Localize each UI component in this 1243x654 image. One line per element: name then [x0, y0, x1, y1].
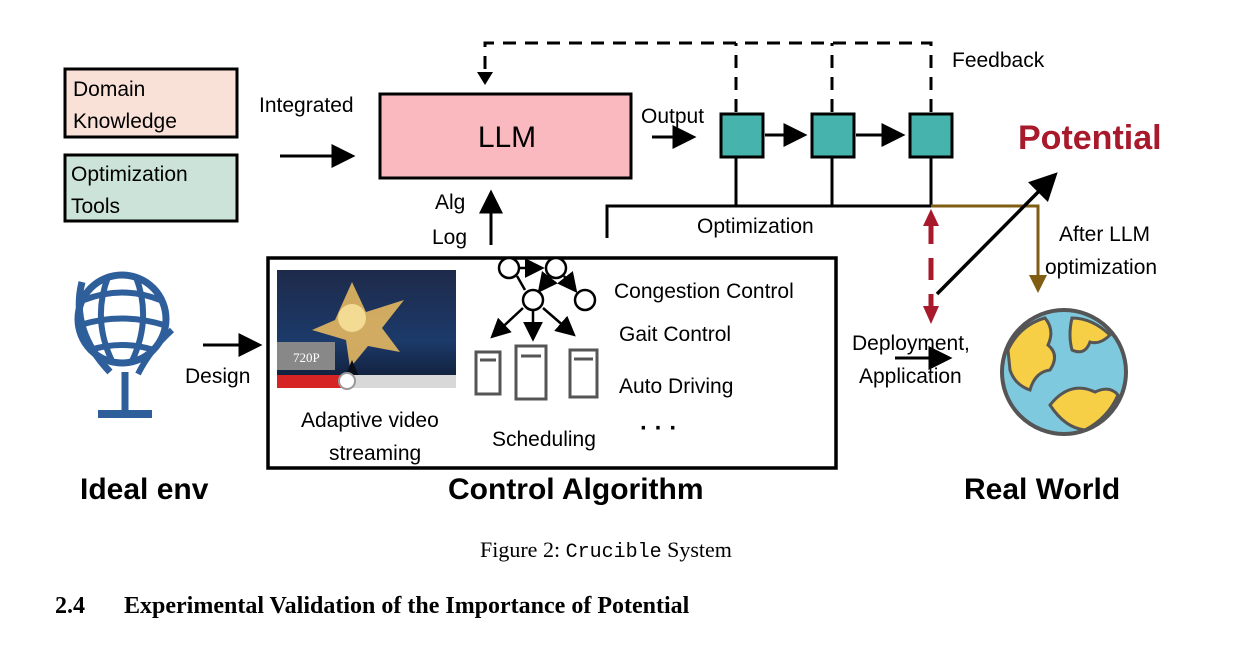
optimization-bracket [605, 157, 1038, 238]
potential-label: Potential [1018, 119, 1162, 157]
deployment-line1: Deployment, [852, 332, 970, 355]
after-llm-arrow [931, 204, 1047, 293]
section-number: 2.4 [55, 593, 85, 619]
video-progress-fill [277, 375, 347, 388]
optimization-label: Optimization [697, 215, 814, 238]
llm-label: LLM [478, 121, 536, 154]
domain-knowledge-line1: Domain [73, 78, 145, 101]
potential-arrow [935, 172, 1058, 296]
server-icon-2 [514, 344, 548, 401]
optimization-tools-line1: Optimization [71, 163, 188, 186]
video-quality-label: 720P [293, 350, 320, 365]
adaptive-video-line1: Adaptive video [301, 409, 439, 432]
gait-control-label: Gait Control [619, 323, 731, 346]
deployment-line2: Application [859, 365, 962, 388]
caption-system-name: Crucible [566, 541, 662, 564]
section-title: Experimental Validation of the Importanc… [124, 593, 690, 619]
alg-label: Alg [435, 191, 465, 214]
feedback-label: Feedback [952, 49, 1045, 72]
llm-box: LLM [378, 92, 633, 180]
server-icon-1 [474, 350, 502, 396]
video-thumbnail: 720P [277, 270, 456, 390]
server-icon-3 [568, 348, 599, 399]
caption-suffix: System [662, 537, 732, 562]
design-label: Design [185, 365, 250, 388]
earth-icon [1000, 308, 1128, 436]
congestion-control-label: Congestion Control [614, 280, 794, 303]
real-world-title: Real World [964, 473, 1120, 506]
optimization-tools-box: Optimization Tools [63, 153, 239, 223]
feedback-loop [483, 41, 933, 112]
globe-icon [74, 271, 175, 418]
video-progress-handle [338, 372, 356, 390]
output-node-3 [908, 112, 954, 159]
log-label: Log [432, 226, 467, 249]
feedback-arrowhead [477, 72, 493, 85]
control-algorithm-title: Control Algorithm [448, 473, 704, 506]
domain-knowledge-box: Domain Knowledge [63, 67, 239, 139]
gap-double-arrow [923, 209, 939, 324]
auto-driving-label: Auto Driving [619, 375, 733, 398]
after-llm-line1: After LLM [1059, 223, 1150, 246]
scheduling-graph-icon [497, 256, 597, 312]
scheduling-label: Scheduling [492, 428, 596, 451]
ellipsis-label: · · · [640, 415, 677, 442]
ideal-env-title: Ideal env [80, 473, 209, 506]
caption-prefix: Figure 2: [480, 537, 566, 562]
output-label: Output [641, 105, 704, 128]
domain-knowledge-line2: Knowledge [73, 110, 177, 133]
after-llm-line2: optimization [1045, 256, 1157, 279]
adaptive-video-line2: streaming [329, 442, 421, 465]
integrated-label: Integrated [259, 94, 354, 117]
figure-caption: Figure 2: Crucible System [480, 537, 732, 564]
output-node-1 [719, 112, 765, 159]
output-node-2 [810, 112, 856, 159]
optimization-tools-line2: Tools [71, 195, 120, 218]
